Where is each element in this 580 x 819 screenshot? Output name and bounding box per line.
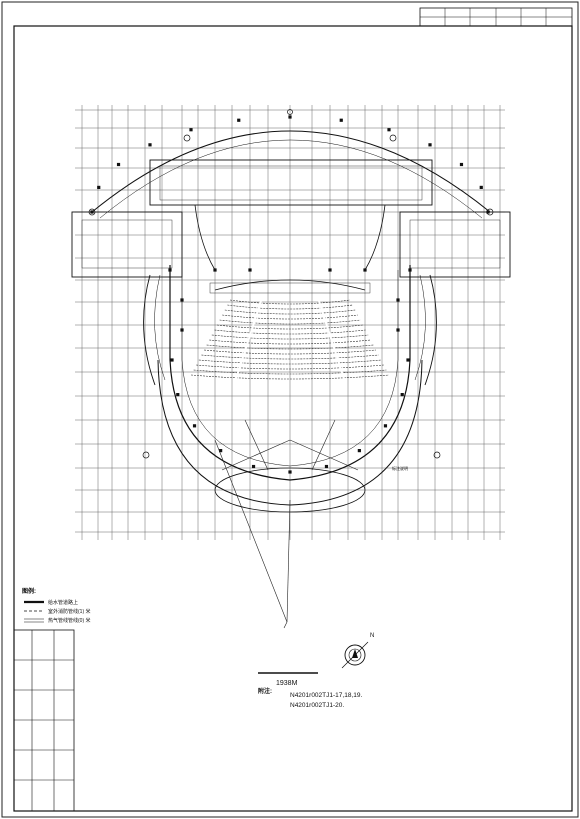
annotation-label: 标注说明 xyxy=(392,465,408,471)
notes-title: 附注: xyxy=(258,687,272,695)
legend-title: 图例: xyxy=(22,587,36,595)
north-label: N xyxy=(370,633,374,639)
building-outline xyxy=(71,130,511,513)
survey-markers xyxy=(88,109,494,459)
north-wing xyxy=(149,159,433,206)
seating-area xyxy=(190,297,390,386)
auditorium-shell xyxy=(169,265,411,481)
outer-arc xyxy=(91,130,491,213)
inner-frame xyxy=(13,25,573,812)
west-block xyxy=(71,211,183,278)
legend-symbols xyxy=(24,600,44,623)
east-block xyxy=(399,211,511,278)
structural-columns xyxy=(90,115,490,474)
north-arrow-icon xyxy=(341,641,369,669)
title-block xyxy=(419,7,573,27)
stamp-table xyxy=(13,629,75,812)
notes-line-1: N4201r002TJ1-17,18,19. xyxy=(290,692,362,699)
grid-lines xyxy=(75,105,505,540)
notes-line-2: N4201r002TJ1-20. xyxy=(290,702,344,709)
legend-item-3: 热气管线管线(0) 米 xyxy=(48,617,91,624)
legend-item-2: 室外消防管线(1) 米 xyxy=(48,608,91,615)
stage-edge xyxy=(214,279,366,291)
scale-label: 1938M xyxy=(276,680,298,687)
legend-item-1: 给水管道路上 xyxy=(48,599,78,606)
setting-out-lines xyxy=(214,419,359,629)
